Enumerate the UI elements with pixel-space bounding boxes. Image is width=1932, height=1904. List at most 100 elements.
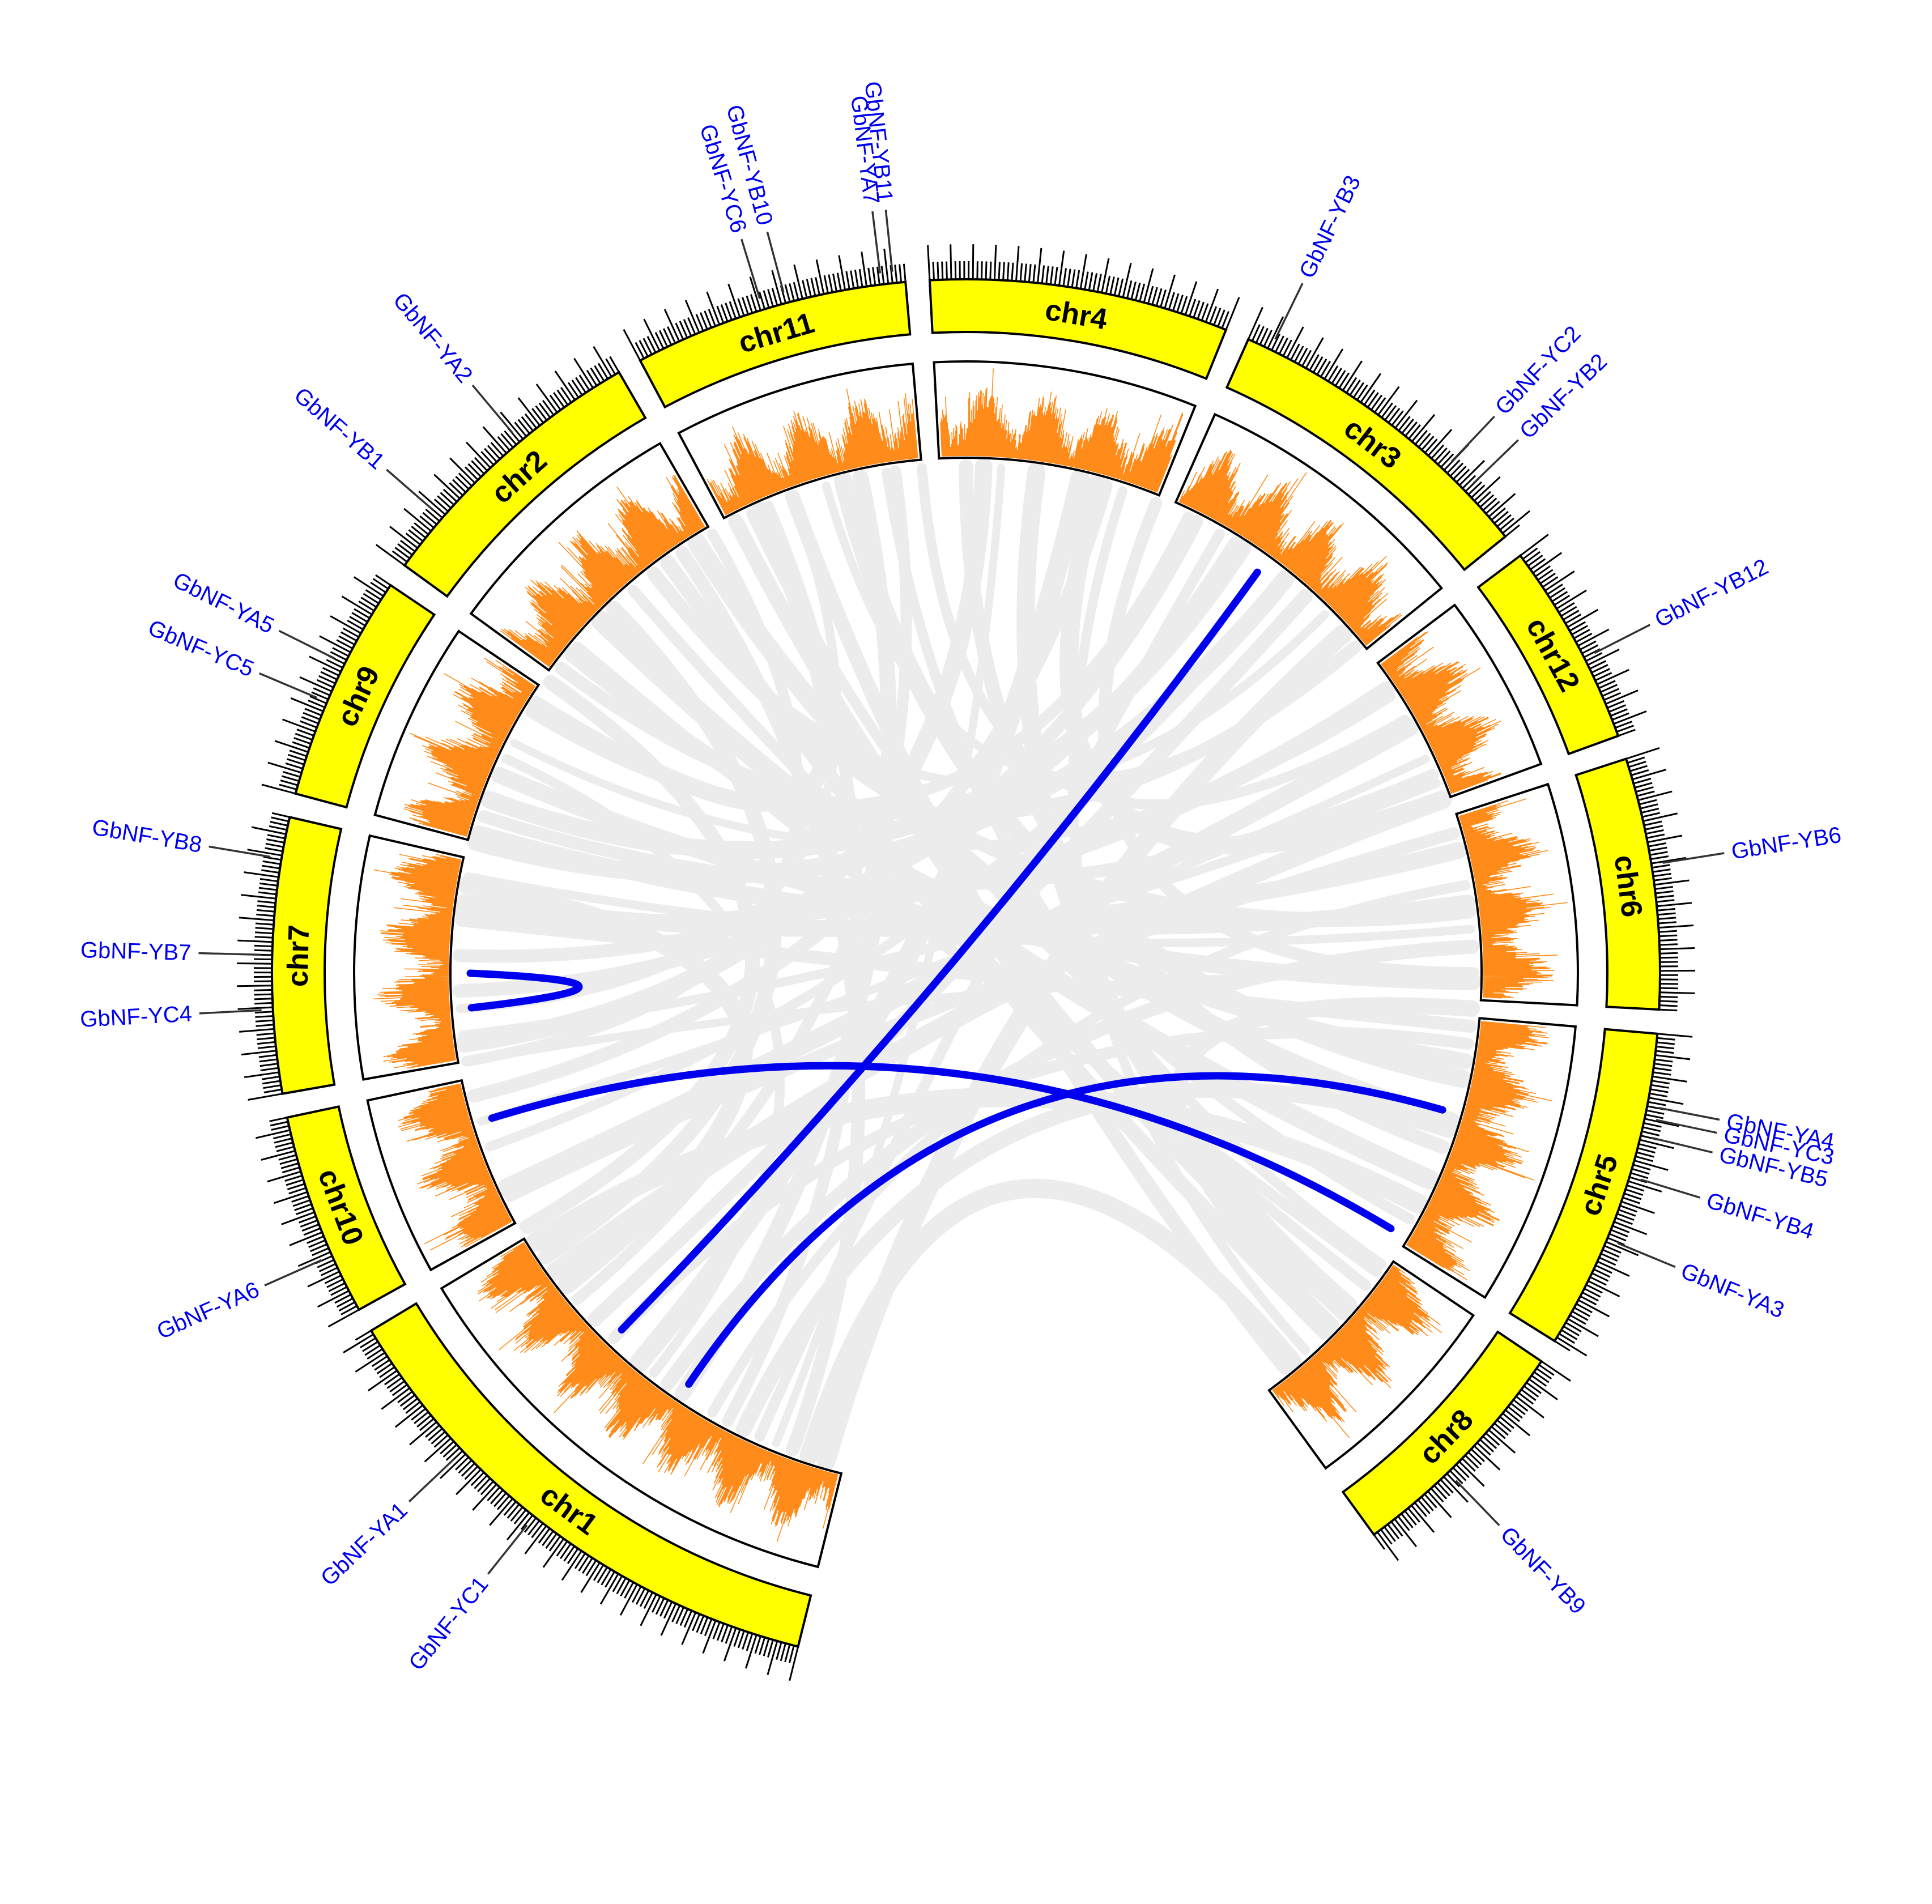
- density-bars-chr8: [1272, 1264, 1442, 1438]
- ticks-chr10: [255, 1117, 360, 1328]
- density-bars-chr5: [1406, 1021, 1552, 1280]
- gene-leader-line: [1455, 1480, 1500, 1526]
- chromosome-band-chr11: [639, 280, 912, 409]
- background-link: [526, 1087, 1428, 1252]
- chromosome-chr6: chr6: [1574, 747, 1696, 1012]
- gene-leader-line: [871, 211, 882, 274]
- gene-leader-line: [208, 845, 271, 858]
- gene-marker: GbNF-YB7: [80, 938, 261, 965]
- chromosome-band-chr9: [294, 583, 436, 809]
- gene-marker: GbNF-YB1: [290, 383, 435, 512]
- gene-leader-line: [471, 384, 514, 434]
- highlight-link-2: [466, 969, 583, 1012]
- gene-marker: GbNF-YC1: [404, 1524, 528, 1675]
- highlight-link-1: [618, 568, 1261, 1334]
- gene-label: GbNF-YB4: [1704, 1188, 1817, 1244]
- gene-label: GbNF-YA6: [153, 1277, 263, 1344]
- background-link: [1169, 997, 1480, 1334]
- density-tracks: [353, 360, 1579, 1569]
- background-link: [461, 529, 803, 1067]
- gene-leader-line: [198, 952, 261, 956]
- ticks-chr4: [927, 244, 1240, 330]
- chromosome-chr9: chr9: [261, 574, 436, 809]
- chromosome-label: chr7: [281, 925, 316, 987]
- gene-label: GbNF-YA3: [1677, 1258, 1788, 1323]
- ticks-chr1: [343, 1330, 799, 1681]
- highlight-link-4: [685, 1072, 1446, 1388]
- chromosome-band-chr6: [1574, 757, 1661, 1011]
- gene-marker: GbNF-YA3: [1617, 1242, 1788, 1323]
- chromosome-chr4: chr4: [927, 244, 1240, 381]
- chromosome-band-chr7: [271, 815, 343, 1096]
- chromosome-chr1: chr1: [343, 1302, 812, 1681]
- background-link: [467, 570, 1295, 884]
- gene-marker: GbNF-YC5: [144, 615, 317, 699]
- gene-marker: GbNF-YB8: [90, 815, 271, 858]
- gene-leader-line: [386, 468, 435, 512]
- density-bars-chr2: [500, 475, 705, 667]
- density-bars-chr9: [403, 657, 536, 837]
- gene-leader-line: [278, 629, 335, 660]
- chromosome-band-chr8: [1341, 1330, 1543, 1536]
- gene-marker: GbNF-YB4: [1640, 1178, 1817, 1244]
- background-link: [458, 778, 1441, 1040]
- gene-label: GbNF-YA2: [388, 288, 478, 387]
- chromosome-chr7: chr7: [237, 812, 343, 1101]
- gene-marker: GbNF-YB12: [1594, 554, 1772, 654]
- gene-marker: GbNF-YB6: [1662, 823, 1843, 864]
- ticks-chr3: [1247, 306, 1531, 538]
- gene-leader-line: [1473, 439, 1519, 484]
- background-link: [735, 1081, 1457, 1437]
- gene-leader-line: [1450, 415, 1495, 463]
- ticks-chr7: [237, 812, 290, 1101]
- gene-leader-line: [408, 1458, 456, 1502]
- chromosome-band-chr3: [1225, 338, 1507, 572]
- gene-label: GbNF-YB8: [90, 815, 203, 858]
- gene-label: GbNF-YA1: [316, 1498, 412, 1591]
- ticks-chr11: [623, 248, 907, 361]
- density-track-chr9: [373, 629, 541, 841]
- gene-marker: GbNF-YA1: [316, 1458, 456, 1591]
- ticks-chr12: [1520, 534, 1647, 737]
- gene-marker: GbNF-YB3: [1274, 172, 1365, 340]
- density-bars-chr1: [478, 1242, 839, 1542]
- chromosome-band-chr10: [286, 1105, 407, 1311]
- gene-leader-line: [741, 238, 761, 299]
- gene-leader-line: [1656, 1119, 1717, 1134]
- density-bars-chr7: [373, 854, 462, 1069]
- ticks-chr6: [1625, 747, 1696, 1012]
- density-bars-chr6: [1458, 798, 1568, 999]
- chromosome-label: chr6: [1607, 853, 1648, 919]
- gene-label: GbNF-YB9: [1495, 1522, 1590, 1619]
- highlight-links: [466, 568, 1446, 1388]
- density-bars-chr12: [1381, 631, 1502, 794]
- chromosome-band-chr5: [1508, 1028, 1659, 1343]
- chromosome-chr2: chr2: [375, 346, 647, 598]
- gene-label: GbNF-YB1: [290, 383, 389, 475]
- gene-marker: GbNF-YB9: [1455, 1480, 1590, 1619]
- background-link: [687, 534, 1461, 1131]
- background-link: [452, 514, 1203, 998]
- chromosome-chr11: chr11: [623, 248, 912, 409]
- density-bars-chr10: [398, 1083, 513, 1251]
- background-link: [501, 754, 785, 1378]
- gene-label: GbNF-YB6: [1730, 823, 1843, 864]
- ticks-chr5: [1554, 1033, 1693, 1357]
- gene-marker: GbNF-YA6: [153, 1259, 322, 1344]
- gene-leader-line: [1658, 1106, 1720, 1121]
- gene-leader-line: [1662, 852, 1725, 864]
- gene-label: GbNF-YB12: [1651, 554, 1772, 632]
- gene-leader-line: [487, 1524, 528, 1575]
- chromosome-band-chr12: [1476, 553, 1620, 756]
- gene-marker: GbNF-YA2: [388, 288, 514, 434]
- background-link: [1097, 497, 1479, 979]
- chromosome-chr5: chr5: [1508, 1028, 1693, 1357]
- background-link: [458, 876, 753, 1294]
- background-link: [527, 501, 835, 812]
- highlight-link-3: [488, 1062, 1395, 1233]
- density-bars-chr11: [707, 389, 918, 516]
- chromosome-chr3: chr3: [1225, 306, 1531, 572]
- gene-leader-line: [766, 231, 785, 292]
- gene-marker: GbNF-YC4: [79, 1002, 262, 1032]
